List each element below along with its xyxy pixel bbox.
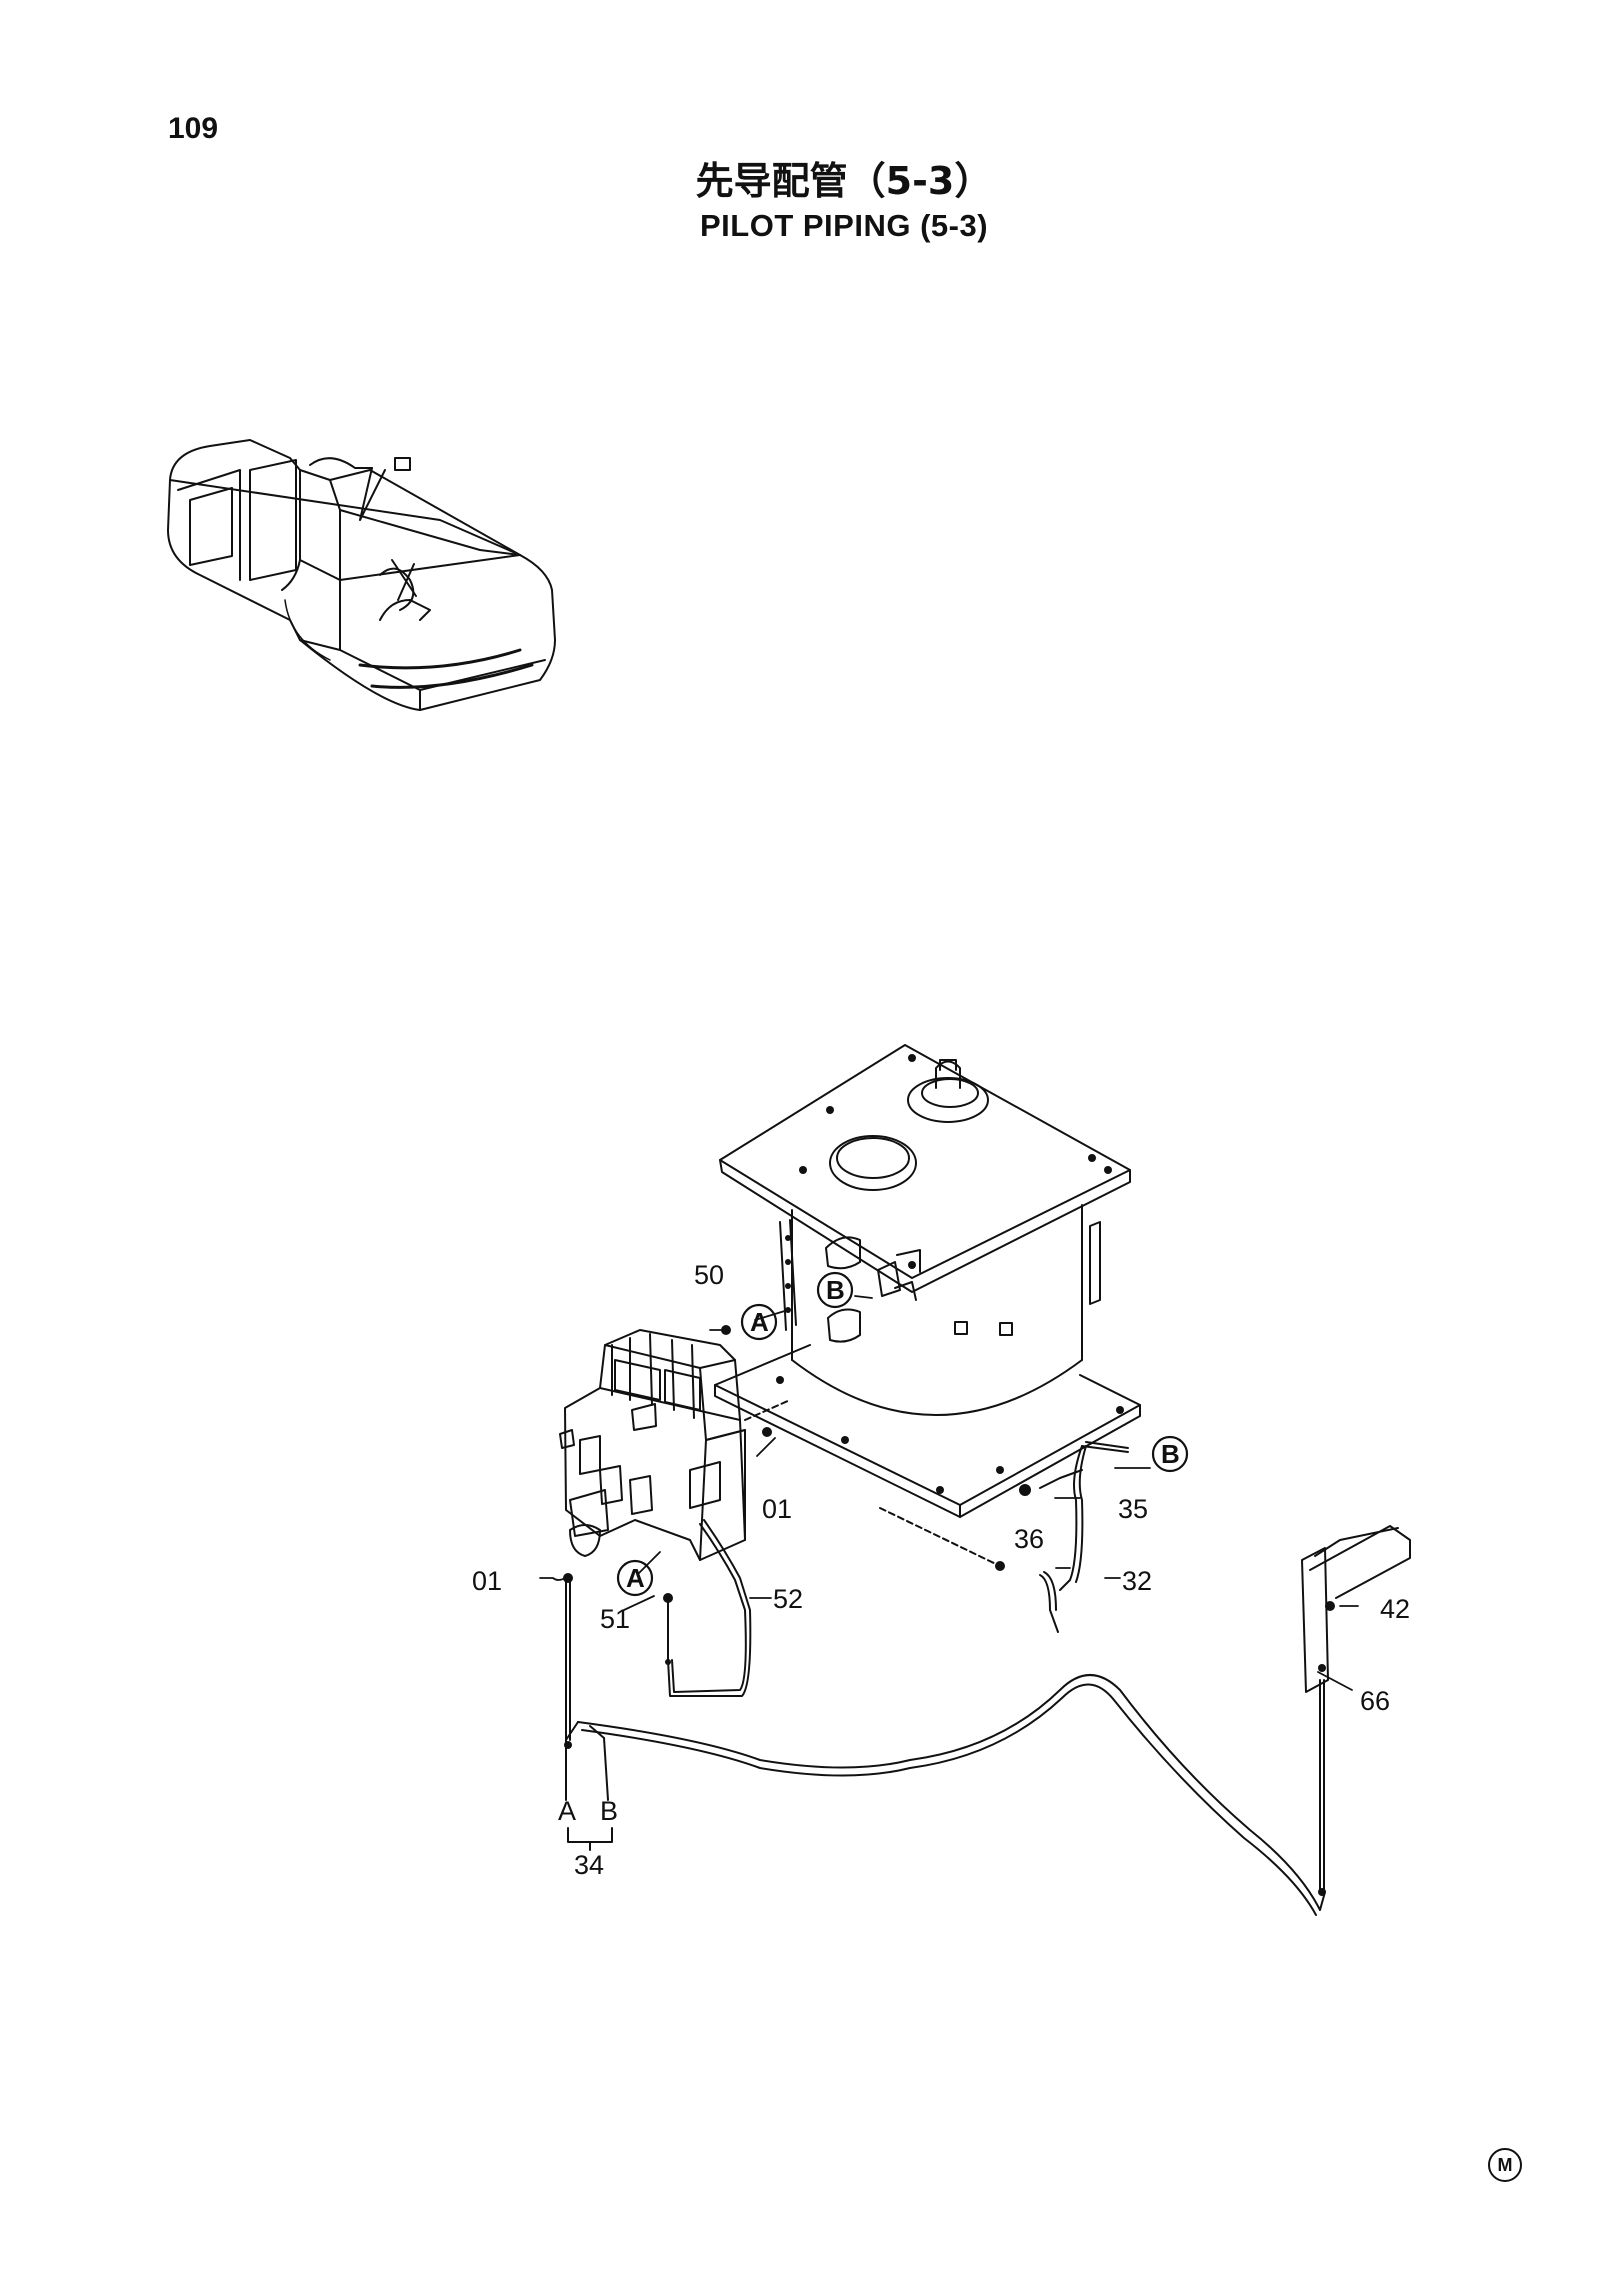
- callout-01-left: 01: [472, 1566, 502, 1596]
- callout-34: 34: [574, 1850, 604, 1880]
- callout-35: 35: [1118, 1494, 1148, 1524]
- title-english: PILOT PIPING (5-3): [699, 208, 989, 243]
- callout-34-end-b: B: [600, 1796, 618, 1826]
- control-valve: [559, 1329, 746, 1561]
- connector-a-top: A: [750, 1307, 769, 1337]
- leader-lines: [539, 1295, 1359, 1691]
- connector-b-right: B: [1161, 1439, 1180, 1469]
- title-chinese: 先导配管（5-3）: [695, 159, 993, 203]
- callout-52: 52: [773, 1584, 803, 1614]
- callout-01-upper: 01: [762, 1494, 792, 1524]
- pilot-hoses: [565, 1399, 1411, 1916]
- page-number: 109: [168, 112, 219, 145]
- fittings: [563, 1325, 1335, 1896]
- callout-50: 50: [694, 1260, 724, 1290]
- callout-66: 66: [1360, 1686, 1390, 1716]
- corner-mark: M: [1488, 2148, 1522, 2182]
- hydraulic-tank: [714, 1044, 1141, 1518]
- callout-42: 42: [1380, 1594, 1410, 1624]
- excavator-thumbnail-icon: [167, 439, 556, 711]
- callout-34-end-a: A: [558, 1796, 576, 1826]
- connector-b-top: B: [826, 1275, 845, 1305]
- connector-a-bottom: A: [626, 1563, 645, 1593]
- tank-bolts: [776, 1054, 1124, 1494]
- callout-51: 51: [600, 1604, 630, 1634]
- connector-markers: [616, 1271, 1189, 1597]
- callout-32: 32: [1122, 1566, 1152, 1596]
- callout-36: 36: [1014, 1524, 1044, 1554]
